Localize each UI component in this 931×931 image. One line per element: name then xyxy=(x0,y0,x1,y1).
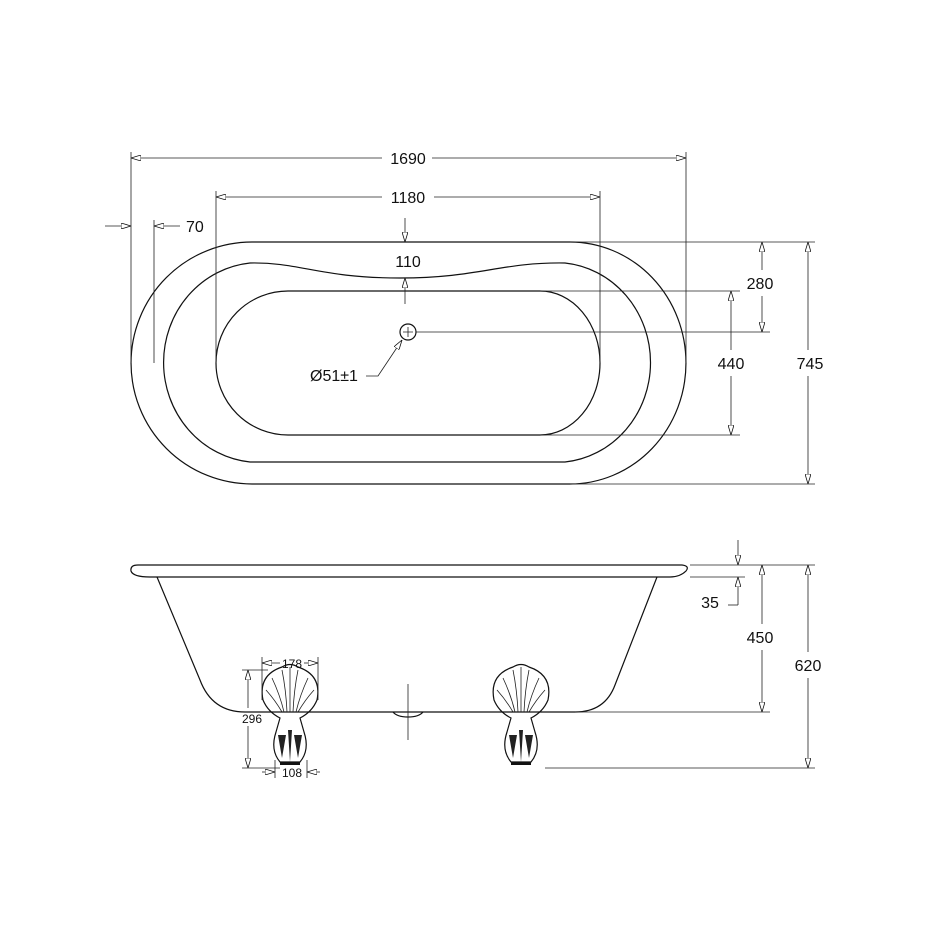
label-1690: 1690 xyxy=(390,151,426,168)
label-450: 450 xyxy=(747,630,774,647)
rim-profile xyxy=(130,564,688,578)
dim-overall-length: 1690 xyxy=(131,151,686,168)
label-620: 620 xyxy=(795,658,822,675)
dim-basin-width: 440 xyxy=(718,291,745,435)
dim-bath-depth: 450 xyxy=(747,565,774,712)
dim-foot-width: 178 xyxy=(262,657,318,671)
label-70: 70 xyxy=(186,219,204,236)
label-296: 296 xyxy=(242,712,262,726)
dim-rim-offset: 70 xyxy=(105,219,204,236)
dim-basin-length: 1180 xyxy=(216,190,600,207)
dim-overall-height: 620 xyxy=(795,565,822,768)
claw-foot-right xyxy=(492,663,550,765)
side-view: 35 450 620 178 296 108 xyxy=(130,540,822,780)
dim-drain-offset: 280 xyxy=(747,242,774,332)
label-1180: 1180 xyxy=(391,190,426,207)
label-280: 280 xyxy=(747,276,774,293)
dim-foot-height: 296 xyxy=(242,670,262,768)
inner-rim-outline xyxy=(162,262,652,463)
top-view: 1690 1180 70 110 Ø51±1 280 xyxy=(105,151,824,485)
label-178: 178 xyxy=(282,657,302,671)
dim-rim-thickness: 35 xyxy=(701,540,738,612)
label-108: 108 xyxy=(282,766,302,780)
label-440: 440 xyxy=(718,356,745,373)
claw-foot-left xyxy=(261,663,319,765)
dim-rim-width: 110 xyxy=(395,218,421,304)
label-745: 745 xyxy=(797,356,824,373)
label-35: 35 xyxy=(701,595,719,612)
dim-drain-diameter: Ø51±1 xyxy=(310,340,402,385)
basin-outline xyxy=(215,290,601,436)
dim-foot-base: 108 xyxy=(262,766,320,780)
body-profile xyxy=(156,576,658,713)
label-110: 110 xyxy=(395,254,421,271)
dim-overall-width: 745 xyxy=(797,242,824,484)
label-drain-diameter: Ø51±1 xyxy=(310,368,358,385)
drain-icon xyxy=(399,323,417,341)
